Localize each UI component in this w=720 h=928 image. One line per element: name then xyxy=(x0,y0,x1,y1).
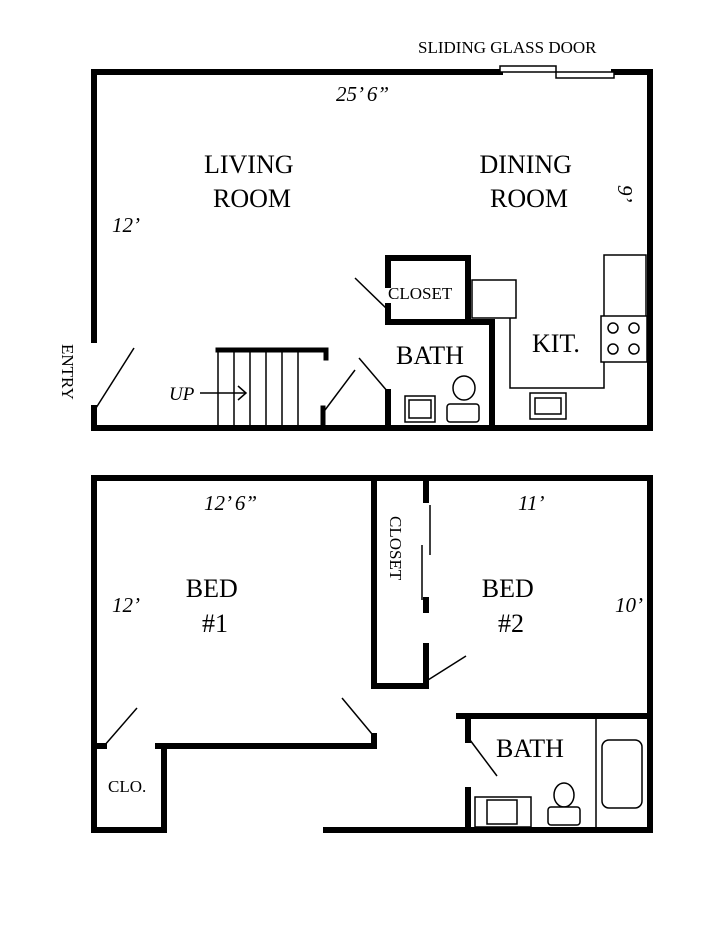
stove-icon xyxy=(600,315,648,363)
bed2-label: BED #2 xyxy=(482,574,541,638)
bed1-door-swing xyxy=(341,697,373,735)
kitchen-label: KIT. xyxy=(532,329,580,358)
closet-label: CLOSET xyxy=(388,284,453,303)
sink-icon-2 xyxy=(474,796,532,828)
bath-label: BATH xyxy=(396,341,464,370)
clo-label: CLO. xyxy=(108,777,146,796)
bath-wall xyxy=(385,303,495,431)
toilet-icon xyxy=(446,375,480,423)
living-width-dimension: 25’ 6” xyxy=(336,82,389,106)
bed2-door-swing xyxy=(427,655,467,681)
clo-door-swing xyxy=(103,707,138,747)
exterior-wall-top-left xyxy=(91,69,503,343)
second-floor-plan: 12’ 6” 12’ 11’ 10’ BED #1 BED #2 CLOSET … xyxy=(91,475,653,833)
bath2-label: BATH xyxy=(496,734,564,763)
sliding-door-label: SLIDING GLASS DOOR xyxy=(418,38,597,57)
bed1-depth-dimension: 12’ xyxy=(112,593,140,617)
dining-room-label: DINING ROOM xyxy=(480,150,579,213)
closet-door-swing xyxy=(354,277,389,311)
living-depth-dimension: 12’ xyxy=(112,213,140,237)
toilet-icon-2 xyxy=(547,782,581,826)
sliding-glass-door xyxy=(499,65,615,79)
first-floor-plan: SLIDING GLASS DOOR 25’ 6” 12’ 9’ LIVING … xyxy=(58,38,653,431)
kitchen-fixtures xyxy=(471,254,648,420)
bed2-depth-dimension: 10’ xyxy=(615,593,643,617)
staircase xyxy=(200,347,356,431)
bath-door-swing xyxy=(358,357,389,393)
bath2-door-swing xyxy=(469,739,498,777)
dining-depth-dimension: 9’ xyxy=(613,185,637,203)
bed1-width-dimension: 12’ 6” xyxy=(204,491,257,515)
bathtub-icon xyxy=(601,739,643,809)
bed1-label: BED #1 xyxy=(186,574,245,638)
living-room-label: LIVING ROOM xyxy=(204,150,300,213)
exterior-wall-top-right xyxy=(91,69,653,431)
center-closet-wall xyxy=(371,475,429,689)
entry-door-swing xyxy=(95,347,135,409)
stairs-up-label: UP xyxy=(169,384,195,405)
closet-wall xyxy=(385,255,471,321)
center-closet-label: CLOSET xyxy=(386,516,405,581)
stair-door-swing xyxy=(324,369,356,411)
entry-label: ENTRY xyxy=(58,344,77,400)
bed2-width-dimension: 11’ xyxy=(518,491,544,515)
